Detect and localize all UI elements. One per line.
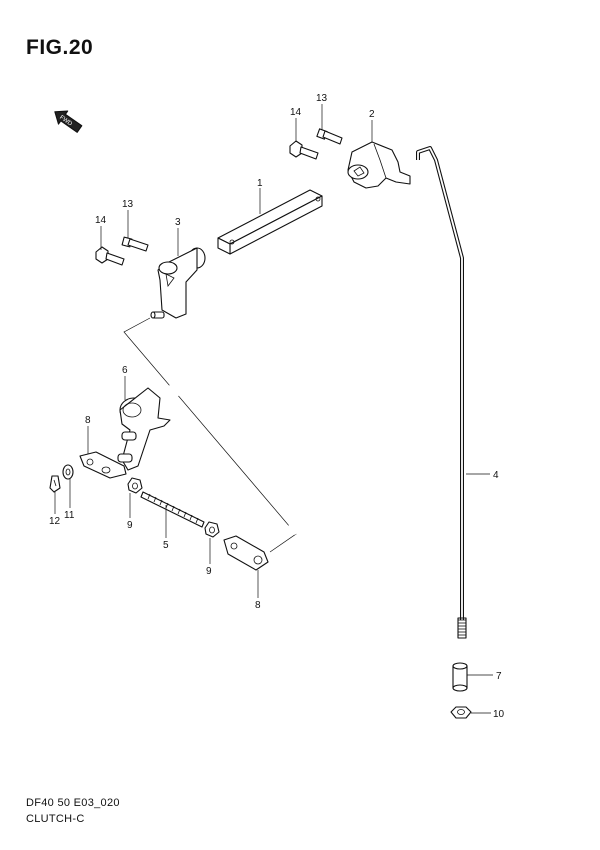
assembly-guides	[122, 317, 298, 553]
callout-9-left: 9	[127, 520, 133, 531]
part-10-nut	[450, 706, 472, 719]
fwd-arrow-icon: FWD	[54, 110, 83, 133]
callout-labels: 1 2 3 4 5 6 7 8 8 9 9 10 11 12 13 14 13 …	[49, 93, 505, 720]
part-9-nut-left	[127, 477, 143, 494]
figure-title: FIG.20	[26, 36, 94, 59]
callout-13-left: 13	[122, 199, 134, 210]
document-code: DF40 50 E03_020	[26, 797, 120, 809]
part-9-nut-right	[204, 521, 220, 538]
part-1-shaft	[217, 189, 323, 255]
callout-10: 10	[493, 709, 505, 720]
callout-11: 11	[64, 510, 75, 521]
part-13-bolt-upper	[316, 128, 343, 145]
part-6-lever-bracket	[117, 387, 171, 471]
part-8-link-lower	[223, 535, 269, 571]
callout-3: 3	[175, 217, 181, 228]
part-5-threaded-rod	[140, 491, 205, 528]
callout-7: 7	[496, 671, 502, 682]
callout-1: 1	[257, 178, 263, 189]
callout-8-upper: 8	[85, 415, 91, 426]
part-3-bracket	[150, 247, 206, 319]
callout-5: 5	[163, 540, 169, 551]
callout-4: 4	[493, 470, 499, 481]
callout-9-right: 9	[206, 566, 212, 577]
part-2-bracket	[347, 141, 411, 189]
part-4-rod	[416, 146, 467, 639]
part-11-washer	[62, 464, 74, 480]
callout-14-left: 14	[95, 215, 107, 226]
callout-14-upper: 14	[290, 107, 302, 118]
rod-thread	[457, 617, 467, 639]
callout-12: 12	[49, 516, 61, 527]
callout-13-upper: 13	[316, 93, 328, 104]
callout-6: 6	[122, 365, 128, 376]
callout-8-lower: 8	[255, 600, 261, 611]
part-7-sleeve	[452, 662, 468, 692]
part-14-bolt-upper	[289, 140, 319, 160]
document-name: CLUTCH-C	[26, 813, 85, 825]
part-8-link-upper	[79, 451, 127, 479]
part-12-clip	[49, 475, 61, 493]
leader-lines	[54, 104, 493, 714]
callout-2: 2	[369, 109, 375, 120]
part-13-bolt-left	[121, 236, 149, 252]
part-14-bolt-left	[95, 246, 125, 266]
